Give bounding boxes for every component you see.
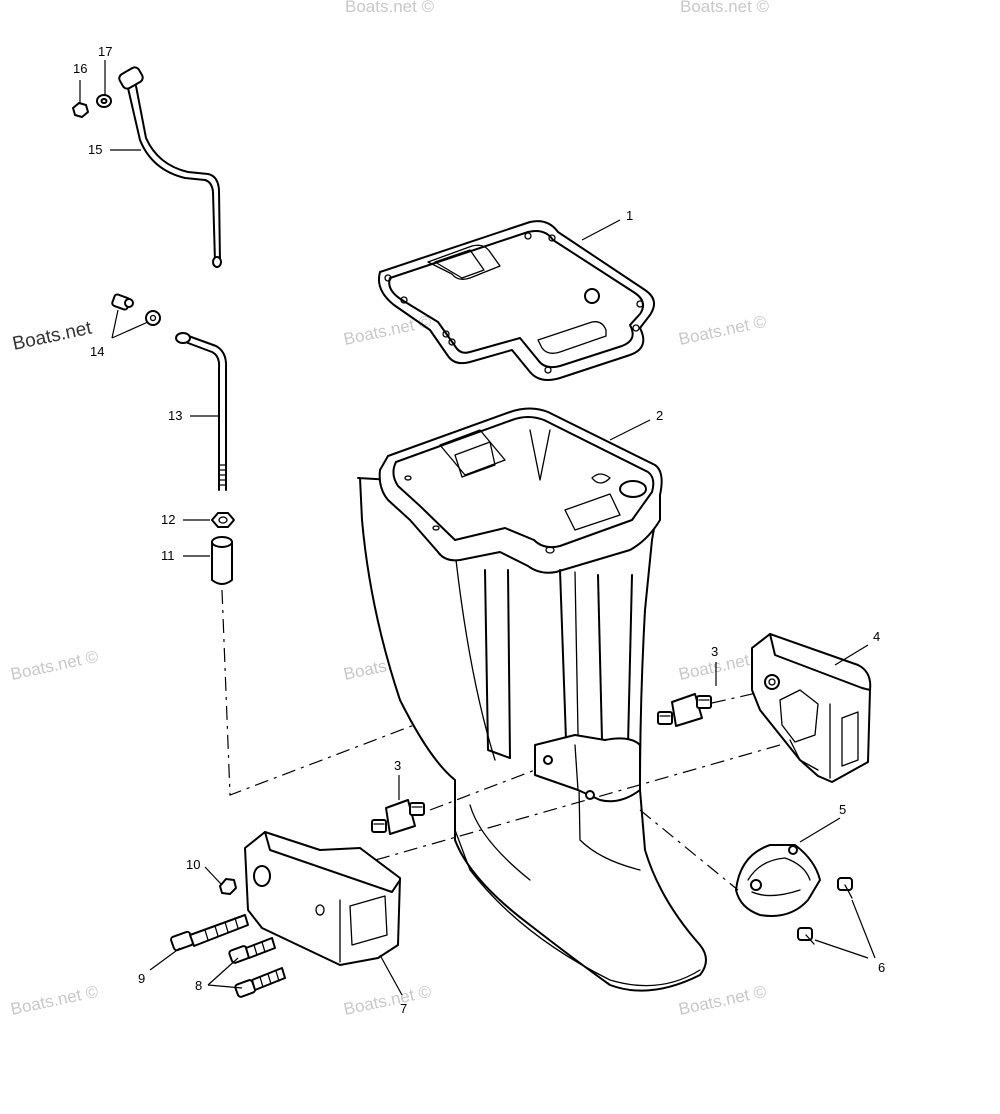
watermark: Boats.net © — [342, 982, 434, 1019]
part-13-rod — [175, 332, 228, 491]
part-1-gasket — [378, 220, 655, 381]
part-7-bracket — [244, 831, 401, 966]
watermark: Boats.net © — [9, 982, 101, 1019]
callout-2: 2 — [656, 408, 663, 423]
callout-8: 8 — [195, 978, 202, 993]
callout-5: 5 — [839, 802, 846, 817]
part-10-nut — [219, 878, 237, 895]
part-16-nut — [72, 102, 89, 118]
callout-13: 13 — [168, 408, 182, 423]
callout-12: 12 — [161, 512, 175, 527]
part-4-bracket — [751, 633, 872, 783]
callout-10: 10 — [186, 857, 200, 872]
part-15-rod — [118, 66, 222, 268]
watermark: Boats.net © — [677, 312, 769, 349]
callout-16: 16 — [73, 61, 87, 76]
callout-11: 11 — [161, 548, 175, 563]
watermark: Boats.net © — [345, 0, 435, 16]
callout-7: 7 — [400, 1001, 407, 1016]
callout-1: 1 — [626, 208, 633, 223]
part-9-bolt — [170, 914, 249, 952]
watermark: Boats.net © — [9, 647, 101, 684]
part-17-washer — [96, 94, 112, 108]
part-14-clips — [111, 293, 161, 326]
callout-6: 6 — [878, 960, 885, 975]
callout-17: 17 — [98, 44, 112, 59]
callouts: 1 2 3 3 4 5 6 7 8 9 10 11 12 13 14 15 16… — [73, 44, 885, 1016]
part-5-cover — [735, 844, 821, 917]
callout-3-upper: 3 — [711, 644, 718, 659]
watermark: Boats.net © — [677, 982, 769, 1019]
watermark: Boats.net © — [680, 0, 770, 16]
leader-lines — [79, 60, 876, 996]
part-6-screws — [797, 877, 853, 945]
callout-14: 14 — [90, 344, 104, 359]
part-12-nut — [211, 512, 235, 528]
assembly-line — [221, 589, 581, 796]
part-3-mount-upper — [657, 693, 712, 727]
watermark: Boats.net © — [342, 312, 434, 349]
callout-9: 9 — [138, 971, 145, 986]
part-2-housing — [357, 407, 707, 992]
callout-15: 15 — [88, 142, 102, 157]
assembly-line — [639, 809, 739, 891]
part-3-mount-lower — [371, 799, 425, 835]
callout-4: 4 — [873, 629, 880, 644]
part-8-bolts — [228, 937, 286, 998]
watermark-side: Boats.net — [11, 318, 95, 355]
assembly-line — [429, 769, 536, 811]
callout-3-lower: 3 — [394, 758, 401, 773]
part-11-coupler — [211, 536, 233, 585]
